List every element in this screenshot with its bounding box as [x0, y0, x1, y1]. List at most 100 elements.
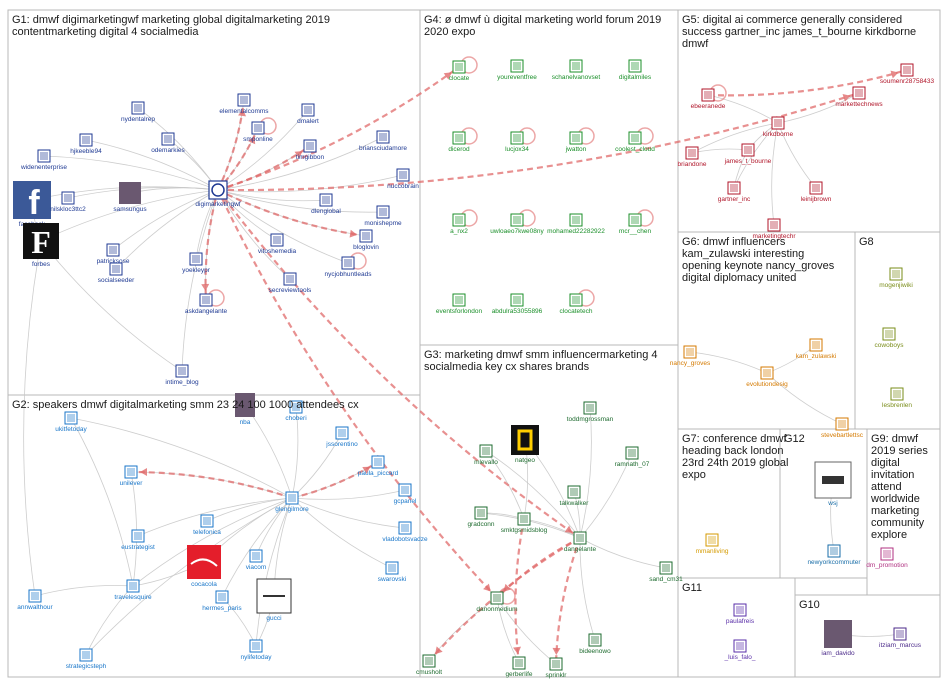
node-yoekleypr[interactable]: yoekleypr [182, 252, 211, 274]
node-unilever[interactable]: unilever [120, 465, 144, 487]
node-paulafreis[interactable]: paulafreis [726, 603, 755, 625]
node-digitalmiles[interactable]: digitalmiles [619, 59, 652, 81]
node-iam-davido[interactable]: iam_davido [821, 620, 855, 657]
node-monishepme[interactable]: monishepme [364, 205, 402, 227]
node-timgibbon[interactable]: timgibbon [296, 139, 325, 161]
node-talkwalker[interactable]: talkwalker [560, 485, 590, 507]
node--luis-falo-[interactable]: _luis_falo_ [723, 639, 756, 661]
node-patricksose[interactable]: patricksose [97, 243, 130, 265]
node-vitoshemedia[interactable]: vitoshemedia [258, 233, 297, 255]
node-glengilmore[interactable]: glengilmore [275, 491, 309, 513]
node-widenenterprise[interactable]: widenenterprise [20, 149, 67, 171]
node-swarovski[interactable]: swarovski [378, 561, 407, 583]
node-samsungus[interactable]: samsungus [113, 182, 147, 213]
node-smponline[interactable]: smponline [243, 121, 273, 143]
node-gucci[interactable]: gucci [256, 578, 292, 622]
node-itziam-marcus[interactable]: itziam_marcus [879, 627, 922, 649]
node-bideenowo[interactable]: bideenowo [579, 633, 611, 655]
node-stevebartlettsc[interactable]: stevebartlettsc [821, 417, 864, 439]
node-natgeo[interactable]: natgeo [511, 425, 539, 464]
node-briansciudamore[interactable]: briansciudamore [359, 130, 407, 152]
node-uwloaeo7kwe08ny[interactable]: uwloaeo7kwe08ny [490, 213, 544, 235]
node-annwalthour[interactable]: annwalthour [17, 589, 54, 611]
node-schanelvanovset[interactable]: schanelvanovset [552, 59, 601, 81]
node-digimarketingwf[interactable]: digimarketingwf [195, 180, 241, 208]
node-lucjox34[interactable]: lucjox34 [505, 131, 529, 153]
node-clocatetech[interactable]: clocatetech [560, 293, 593, 315]
node-socialseeder[interactable]: socialseeder [98, 262, 135, 284]
node-mmanliving[interactable]: mmanliving [696, 533, 729, 555]
node-mogenjiwiki[interactable]: mogenjiwiki [879, 267, 913, 289]
node-nba[interactable]: nba [235, 393, 255, 426]
node-nylifetoday[interactable]: nylifetoday [240, 639, 272, 661]
node-paula-piccard[interactable]: paula_piccard [358, 455, 399, 477]
node-danonmedium[interactable]: danonmedium [476, 591, 518, 613]
node-kam-zulawski[interactable]: kam_zulawski [796, 338, 836, 360]
node-secreviewtools[interactable]: secreviewtools [269, 272, 312, 294]
node-youreventfree[interactable]: youreventfree [497, 59, 537, 81]
node-choberi[interactable]: choberi [285, 400, 307, 422]
node-a-nx2[interactable]: a_nx2 [450, 213, 468, 235]
node-sprinklr[interactable]: sprinklr [546, 657, 568, 679]
node-marketingtechr[interactable]: marketingtechr [753, 218, 797, 240]
node-sand-cm31[interactable]: sand_cm31 [649, 561, 683, 583]
node-dicerod[interactable]: dicerod [448, 131, 470, 153]
node-toddmgrossman[interactable]: toddmgrossman [567, 401, 614, 423]
node-dangelante[interactable]: dangelante [564, 531, 597, 553]
node-askdangelante[interactable]: askdangelante [185, 293, 228, 315]
node-telefonica[interactable]: telefonica [193, 514, 221, 536]
node-elementalcomms[interactable]: elementalcomms [219, 93, 269, 115]
node-mohamed22282922[interactable]: mohamed22282922 [547, 213, 605, 235]
node-gartner-inc[interactable]: gartner_inc [718, 181, 751, 203]
node-gcpanel[interactable]: gcpanel [394, 483, 417, 505]
node-briandone[interactable]: briandone [678, 146, 707, 168]
node-travelesquire[interactable]: travelesquire [114, 579, 152, 601]
node-eustrategist[interactable]: eustrategist [121, 529, 155, 551]
node-markettechnews[interactable]: markettechnews [835, 86, 883, 108]
node-kirkdborne[interactable]: kirkdborne [763, 116, 794, 138]
node-bloglovin[interactable]: bloglovin [353, 229, 379, 251]
node-label: odemarkies [151, 147, 185, 154]
node-ukitfetoday[interactable]: ukitfetoday [55, 411, 87, 433]
node-eventsforlondon[interactable]: eventsforlondon [436, 293, 483, 315]
node-newyorkcommuter[interactable]: newyorkcommuter [807, 544, 861, 566]
node-wsj[interactable]: wsj [814, 461, 852, 507]
node-james-t-bourne[interactable]: james_t_bourne [724, 143, 772, 165]
node-gerberlife[interactable]: gerberlife [505, 656, 533, 678]
node-vladobotsvadze[interactable]: vladobotsvadze [382, 521, 428, 543]
node-nuccobrain[interactable]: nuccobrain [387, 168, 419, 190]
node-clocate[interactable]: clocate [449, 60, 470, 82]
node-cowoboys[interactable]: cowoboys [875, 327, 905, 349]
node-gradconn[interactable]: gradconn [467, 506, 495, 528]
node-strategicsteph[interactable]: strategicsteph [66, 648, 107, 670]
node-facebook[interactable]: ffacebook [13, 181, 51, 228]
node-odemarkies[interactable]: odemarkies [151, 132, 186, 154]
node-dm-promotion[interactable]: dm_promotion [866, 547, 908, 569]
node-cocacola[interactable]: cocacola [187, 545, 221, 588]
node-nilskloc3ttc2[interactable]: nilskloc3ttc2 [50, 191, 86, 213]
node-hjkeeble94[interactable]: hjkeeble94 [70, 133, 102, 155]
node-nycjobhuntleads[interactable]: nycjobhuntleads [325, 256, 373, 278]
node-nydentalrep[interactable]: nydentalrep [121, 101, 155, 123]
node-cmusholt[interactable]: cmusholt [416, 654, 442, 676]
node-evolutiondesig[interactable]: evolutiondesig [746, 366, 788, 388]
node-ramnath-07[interactable]: ramnath_07 [615, 446, 650, 468]
node-dmalert[interactable]: dmalert [297, 103, 319, 125]
node-viacom[interactable]: viacom [246, 549, 267, 571]
node-mlevallo[interactable]: mlevallo [474, 444, 498, 466]
node-ebeeranede[interactable]: ebeeranede [691, 88, 726, 110]
node-nancy-groves[interactable]: nancy_groves [670, 345, 711, 367]
node-intime-blog[interactable]: intime_blog [165, 364, 199, 386]
node-jwatton[interactable]: jwatton [565, 131, 587, 153]
node-dlenglobal[interactable]: dlenglobal [311, 193, 341, 215]
node-mcr--chen[interactable]: mcr__chen [619, 213, 652, 235]
node-lesbrenlen[interactable]: lesbrenlen [882, 387, 912, 409]
node-coolest-cloud[interactable]: coolest_cloud [615, 131, 655, 153]
node-leinijbrown[interactable]: leinijbrown [801, 181, 832, 203]
node-hermes-paris[interactable]: hermes_paris [202, 590, 242, 612]
node-abdulra53055896[interactable]: abdulra53055896 [492, 293, 543, 315]
node-jssorentino[interactable]: jssorentino [325, 426, 358, 448]
node-soumenr28758433[interactable]: soumenr28758433 [880, 63, 935, 85]
node-smktgsmidsblog[interactable]: smktgsmidsblog [501, 512, 548, 534]
